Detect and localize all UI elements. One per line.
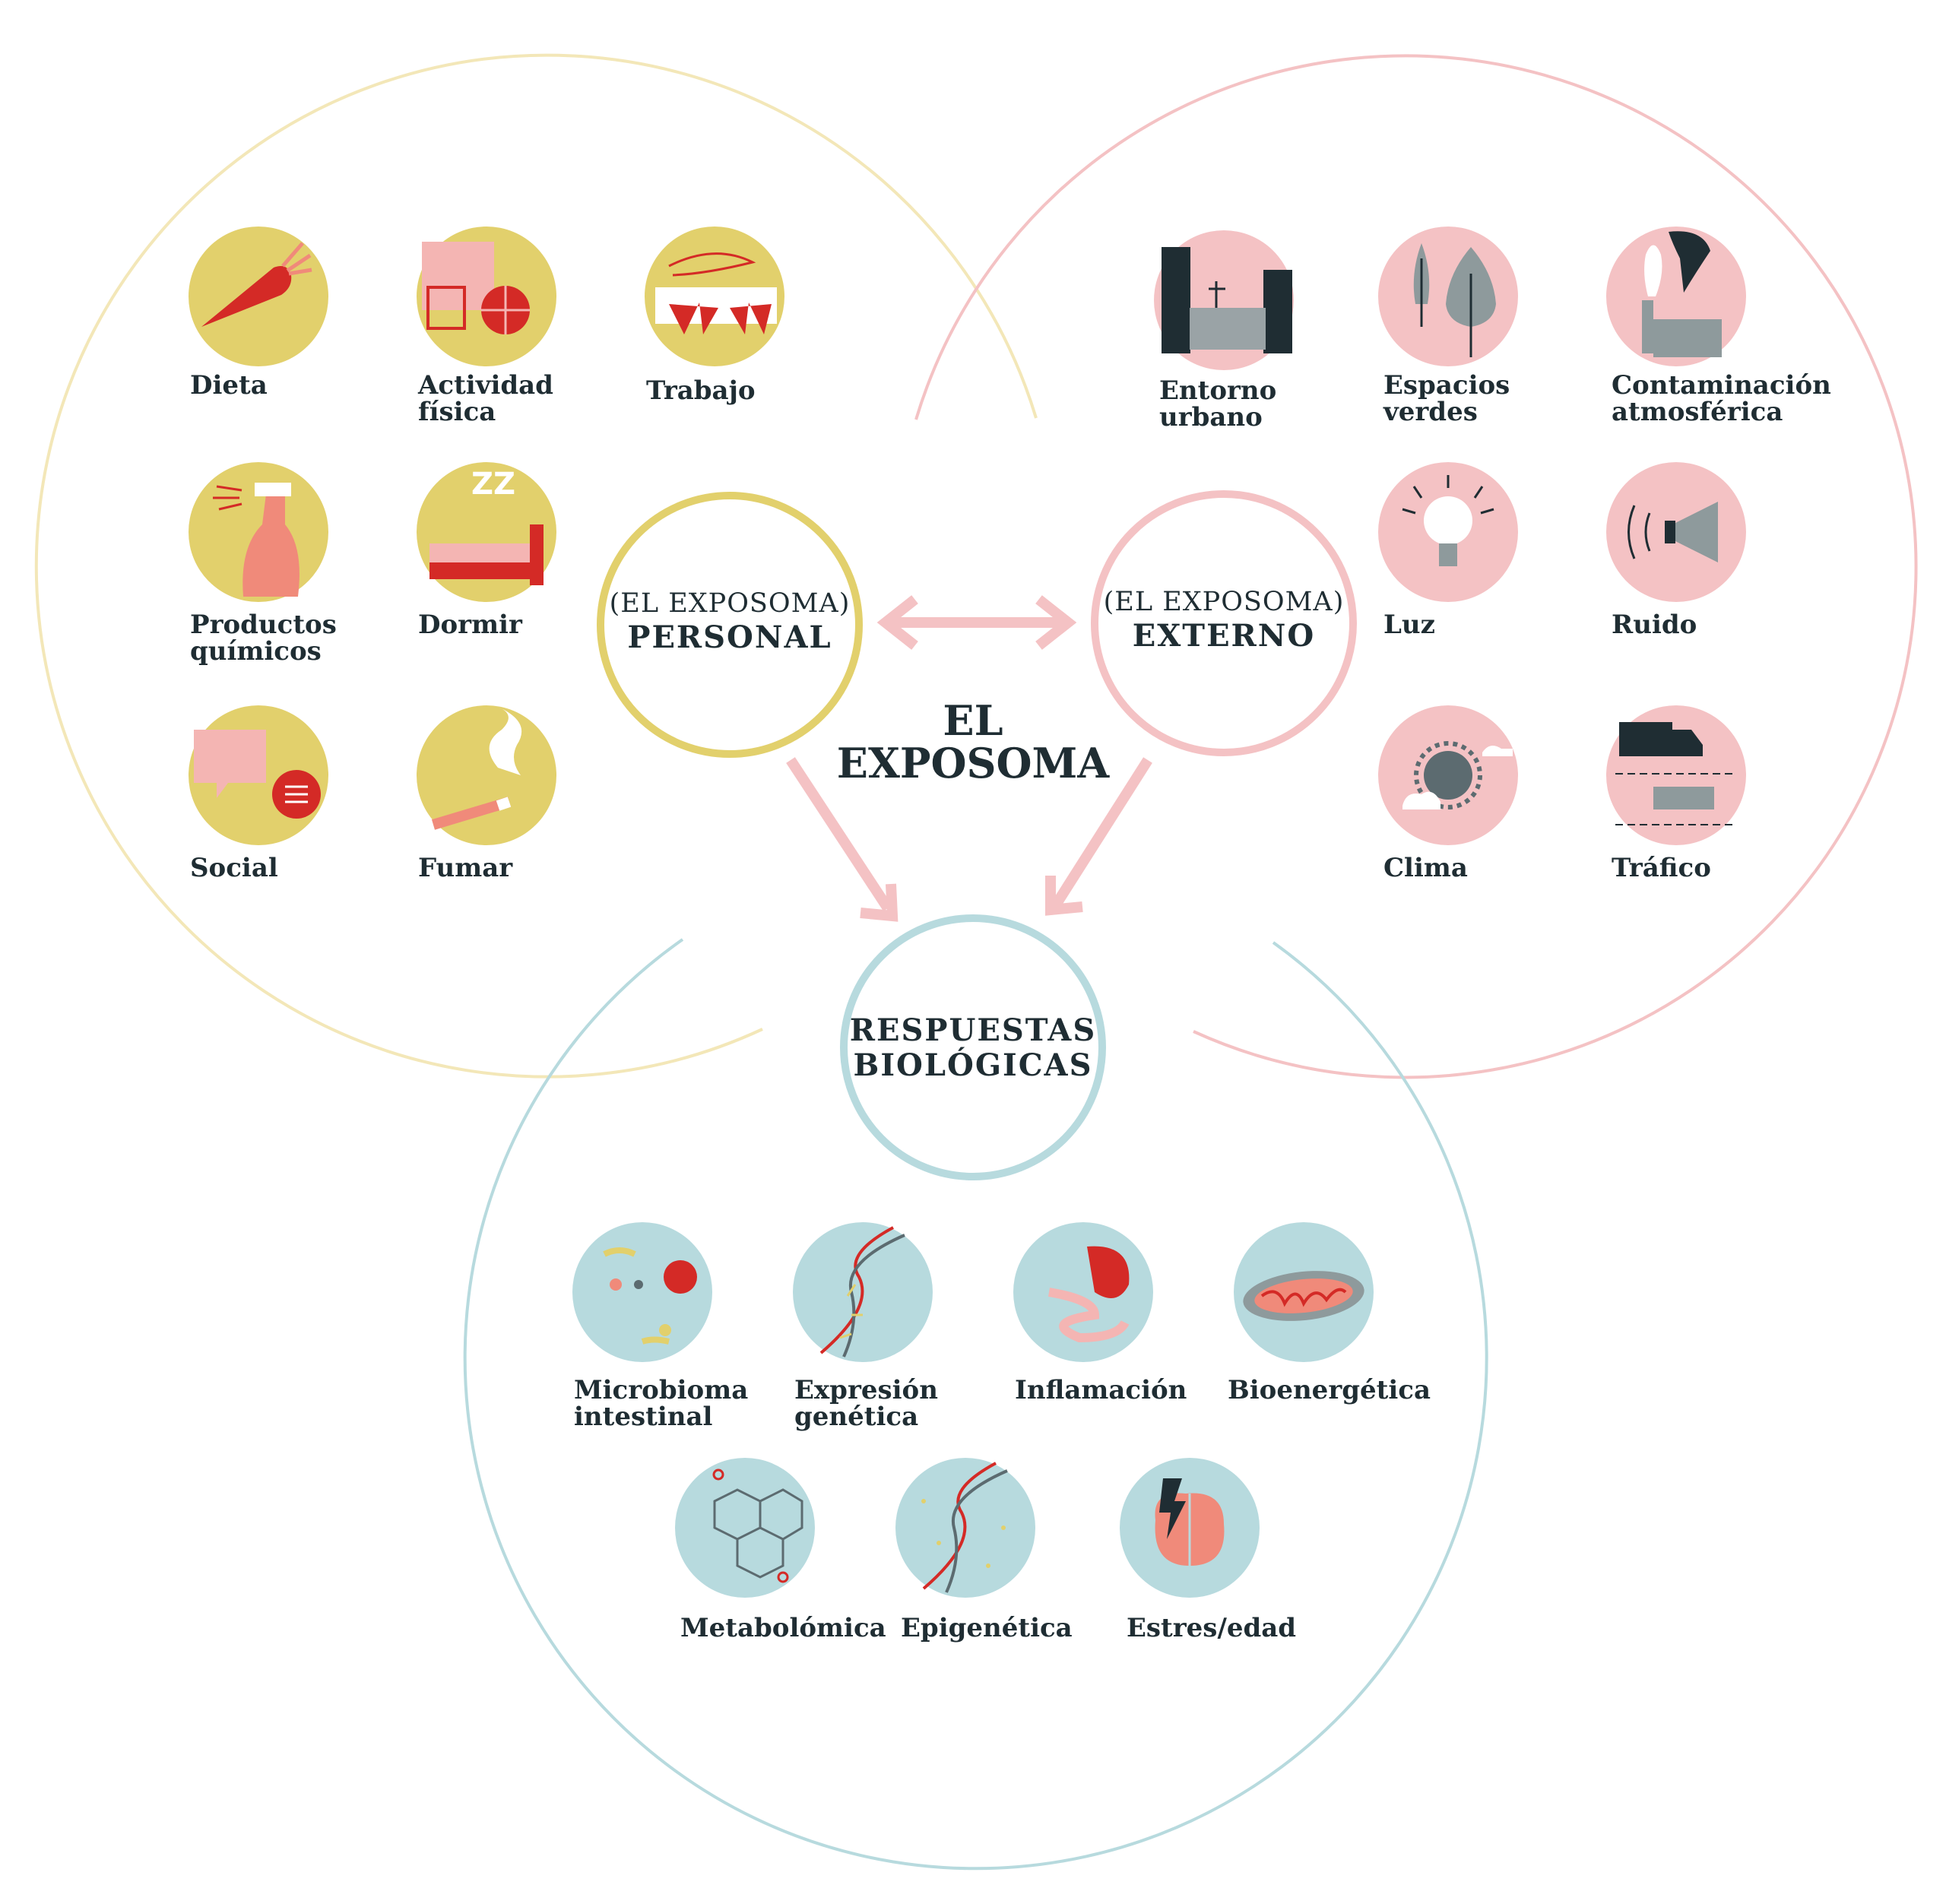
arrow-externo-to-respuestas: [1045, 757, 1152, 916]
light-bulb-icon: [1378, 462, 1518, 602]
title-line-2: EXPOSOMA: [836, 739, 1110, 787]
label-line: Dormir: [418, 610, 522, 640]
label-line: Microbioma: [574, 1375, 749, 1405]
label-line: Trabajo: [646, 375, 756, 406]
label-line: urbano: [1159, 402, 1263, 432]
label-line: Tráfico: [1612, 853, 1711, 883]
label-line: Epigenética: [901, 1613, 1073, 1643]
label-entorno-urbano: Entorno urbano: [1159, 378, 1276, 431]
personal-ring: [597, 492, 863, 758]
dna-icon: [793, 1222, 933, 1362]
label-line: químicos: [190, 636, 322, 667]
externo-label-bold: EXTERNO: [1132, 618, 1316, 654]
label-social: Social: [190, 855, 278, 882]
city-icon: [1154, 230, 1294, 370]
label-espacios-verdes: Espacios verdes: [1383, 372, 1510, 426]
label-estres-edad: Estres/edad: [1127, 1615, 1296, 1642]
respuestas-label: RESPUESTAS BIOLÓGICAS: [844, 1013, 1102, 1083]
stomach-icon: [1013, 1222, 1153, 1362]
arrow-personal-to-respuestas: [786, 757, 899, 922]
respuestas-line-2: BIOLÓGICAS: [853, 1047, 1093, 1083]
label-line: Expresión: [794, 1375, 938, 1405]
label-dieta: Dieta: [190, 372, 268, 399]
label-expresion-genetica: Expresión genética: [794, 1377, 938, 1430]
label-line: Metabolómica: [680, 1613, 886, 1643]
label-clima: Clima: [1383, 855, 1468, 882]
label-line: Ruido: [1612, 610, 1697, 640]
dna-dots-icon: [895, 1458, 1035, 1598]
double-arrow: [876, 595, 1077, 650]
label-line: Inflamación: [1015, 1375, 1187, 1405]
label-fumar: Fumar: [418, 855, 512, 882]
keyboard-icon: [645, 227, 784, 366]
label-metabolomica: Metabolómica: [680, 1615, 886, 1642]
label-line: Contaminación: [1612, 370, 1831, 401]
label-bioenergetica: Bioenergética: [1228, 1377, 1431, 1404]
title-line-1: EL: [943, 696, 1003, 745]
label-line: Clima: [1383, 853, 1468, 883]
trees-icon: [1378, 227, 1518, 366]
label-epigenetica: Epigenética: [901, 1615, 1073, 1642]
label-line: Entorno: [1159, 375, 1277, 406]
respuestas-line-1: RESPUESTAS: [849, 1012, 1097, 1048]
spray-bottle-icon: [189, 462, 328, 602]
label-line: Fumar: [418, 853, 513, 883]
label-dormir: Dormir: [418, 612, 522, 638]
exercise-icon: [417, 227, 556, 366]
svg-text:ZZ: ZZ: [471, 467, 515, 502]
label-microbioma-intestinal: Microbioma intestinal: [574, 1377, 748, 1430]
megaphone-icon: [1606, 462, 1746, 602]
externo-outer-circle: [914, 54, 1918, 1079]
mitochondria-icon: [1234, 1222, 1374, 1362]
label-line: genética: [794, 1402, 919, 1432]
label-line: verdes: [1383, 397, 1478, 427]
chat-bubbles-icon: [189, 705, 328, 845]
label-line: Estres/edad: [1127, 1613, 1297, 1643]
label-line: Luz: [1383, 610, 1435, 640]
externo-label-light: (EL EXPOSOMA): [1103, 587, 1345, 617]
factory-icon: [1606, 227, 1746, 366]
label-line: Dieta: [190, 370, 268, 401]
label-trafico: Tráfico: [1612, 855, 1711, 882]
carrot-icon: [189, 227, 328, 366]
label-productos-quimicos: Productos químicos: [190, 612, 337, 665]
label-line: Social: [190, 853, 278, 883]
microbes-icon: [572, 1222, 712, 1362]
label-contaminacion-atmosferica: Contaminación atmosférica: [1612, 372, 1831, 426]
personal-outer-circle: [34, 53, 1038, 1079]
label-actividad-fisica: Actividad física: [418, 372, 553, 426]
sun-cloud-icon: [1378, 705, 1518, 845]
traffic-icon: [1606, 705, 1746, 845]
label-line: física: [418, 397, 496, 427]
label-line: atmosférica: [1612, 397, 1783, 427]
outer-circles: [34, 53, 1918, 1871]
molecule-icon: [675, 1458, 815, 1598]
diagram-title: EL EXPOSOMA: [821, 699, 1125, 784]
label-line: Productos: [190, 610, 337, 640]
respuestas-outer-circle: [463, 938, 1488, 1871]
externo-ring: [1091, 490, 1357, 756]
personal-label: (EL EXPOSOMA) PERSONAL: [601, 587, 859, 655]
label-trabajo: Trabajo: [646, 378, 756, 404]
label-ruido: Ruido: [1612, 612, 1697, 638]
respuestas-ring: [840, 914, 1106, 1180]
personal-label-light: (EL EXPOSOMA): [609, 588, 851, 619]
label-line: Bioenergética: [1228, 1375, 1431, 1405]
brain-lightning-icon: [1120, 1458, 1260, 1598]
label-luz: Luz: [1383, 612, 1435, 638]
label-line: intestinal: [574, 1402, 713, 1432]
bed-icon: ZZ: [417, 462, 556, 602]
cigarette-icon: [417, 705, 556, 845]
label-inflamacion: Inflamación: [1015, 1377, 1187, 1404]
personal-label-bold: PERSONAL: [627, 619, 832, 655]
externo-label: (EL EXPOSOMA) EXTERNO: [1095, 585, 1353, 654]
label-line: Actividad: [418, 370, 553, 401]
label-line: Espacios: [1383, 370, 1510, 401]
